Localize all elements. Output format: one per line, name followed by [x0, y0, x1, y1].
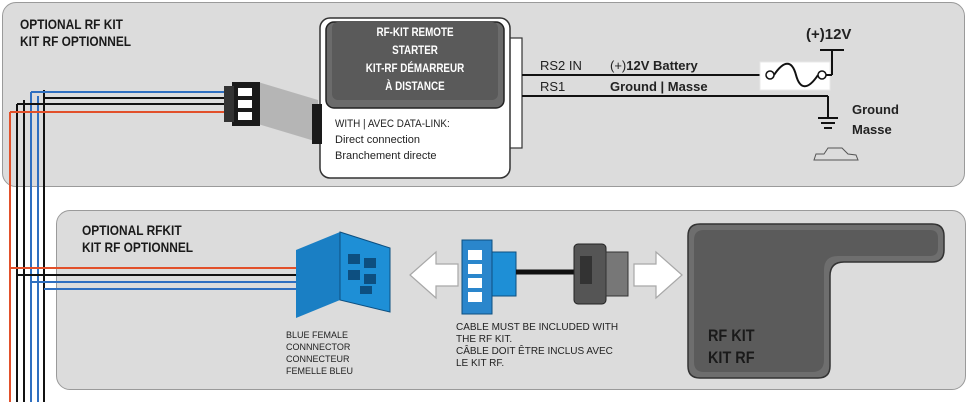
- module-label-1: RF-KIT REMOTE: [376, 25, 454, 39]
- rs2-label: RS2 IN: [540, 58, 582, 73]
- top-harness-connector: [224, 82, 318, 142]
- cable-caption-4: LE KIT RF.: [456, 358, 505, 369]
- arrows: [409, 250, 683, 300]
- output-wires: [522, 49, 859, 161]
- battery-name: 12V Battery: [626, 58, 698, 73]
- cable-caption-3: CÂBLE DOIT ÊTRE INCLUS AVEC: [456, 346, 613, 357]
- connector-caption-4: FEMELLE BLEU: [286, 366, 354, 376]
- ground-symbol-label-2: Masse: [852, 122, 892, 137]
- bottom-panel-title-1: OPTIONAL RFKIT: [82, 222, 182, 238]
- top-panel-title-1: OPTIONAL RF KIT: [20, 16, 123, 32]
- cable-caption-2: THE RF KIT.: [456, 334, 513, 345]
- rf-kit-device: [687, 223, 945, 379]
- rf-cable: [461, 239, 629, 315]
- rf-kit-label-1: RF KIT: [708, 326, 755, 345]
- rf-kit-label-2: KIT RF: [708, 348, 755, 367]
- module-label-3: KIT-RF DÉMARREUR: [365, 61, 465, 75]
- ground-wire-label: Ground | Masse: [610, 79, 708, 94]
- bottom-panel-title-2: KIT RF OPTIONNEL: [82, 239, 194, 255]
- ground-symbol-label-1: Ground: [852, 102, 899, 117]
- module-label-2: STARTER: [392, 43, 438, 57]
- connector-caption-1: BLUE FEMALE: [286, 330, 349, 340]
- top-panel-title-2: KIT RF OPTIONNEL: [20, 33, 132, 49]
- connector-caption-3: CONNECTEUR: [286, 354, 350, 364]
- blue-female-connector: [296, 231, 391, 318]
- module-label-4: À DISTANCE: [385, 79, 445, 93]
- datalink-line-3: Branchement directe: [335, 150, 437, 162]
- connector-caption-2: CONNNECTOR: [286, 342, 351, 352]
- remote-starter-module: [312, 17, 523, 179]
- cable-caption-1: CABLE MUST BE INCLUDED WITH: [456, 322, 619, 333]
- datalink-line-1: WITH | AVEC DATA-LINK:: [335, 118, 450, 130]
- battery-label: (+)12V Battery: [610, 58, 698, 73]
- datalink-line-2: Direct connection: [335, 134, 420, 146]
- harness-wires: [9, 90, 300, 402]
- rs1-label: RS1: [540, 79, 566, 94]
- voltage-label: (+)12V: [806, 26, 852, 43]
- battery-prefix: (+): [610, 58, 627, 73]
